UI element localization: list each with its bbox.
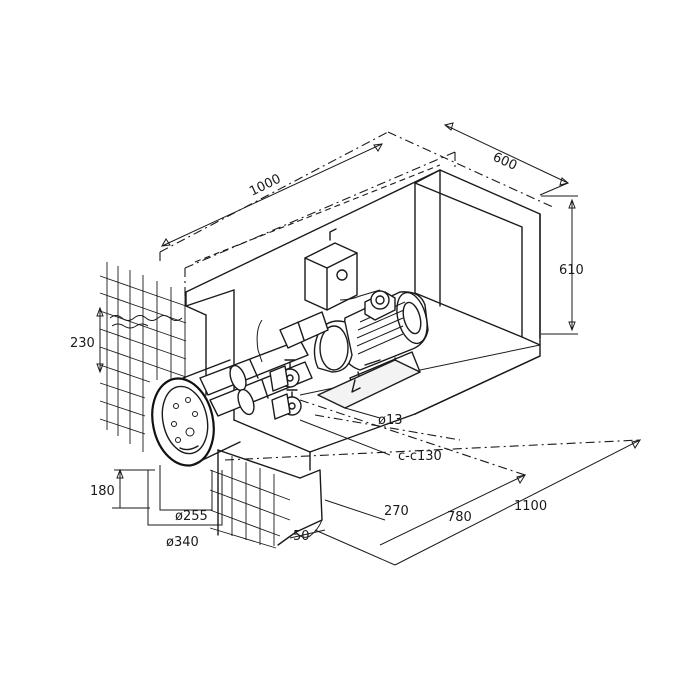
basin-section [217,449,323,546]
label-1000: 1000 [247,172,283,200]
label-610: 610 [559,263,584,278]
label-270: 270 [384,504,409,519]
pump-motor [313,290,429,409]
control-box [304,228,381,311]
piping-assembly [151,311,329,467]
dimension-lines [96,122,642,566]
label-600: 600 [490,150,519,174]
label-780: 780 [447,510,472,525]
label-o340: ø340 [166,535,199,550]
label-180: 180 [90,484,115,499]
label-50: 50 [293,529,310,544]
label-230: 230 [70,336,95,351]
pool-wall-tiles [99,262,291,549]
label-1100: 1100 [514,499,547,514]
equipment-cabinet [185,169,541,471]
label-cc130: c-c130 [398,449,442,464]
envelope-outline [159,131,641,476]
label-o13: ø13 [378,413,403,428]
label-o255: ø255 [175,509,208,524]
